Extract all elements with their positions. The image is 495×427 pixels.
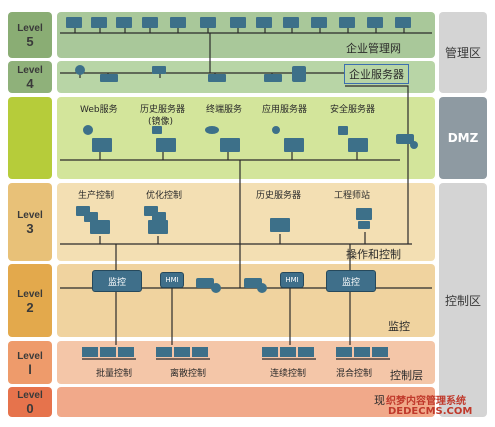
monitor-panel-b-label: 监控 xyxy=(341,277,360,288)
monitoring-label: 监控 xyxy=(388,320,410,333)
level-number: 0 xyxy=(26,401,34,416)
terminal-service-label: 终端服务 xyxy=(206,105,243,115)
level-word: Level xyxy=(17,23,43,34)
zone-control: 控制区 xyxy=(439,183,487,417)
level-number: l xyxy=(28,361,32,377)
firewall-icons xyxy=(196,276,276,300)
hmi-panel-a: HMI xyxy=(160,272,184,288)
batch-control-label: 批量控制 xyxy=(96,369,133,379)
level-word: Level xyxy=(17,210,43,221)
level-number: 5 xyxy=(26,34,34,49)
security-server-label: 安全服务器 xyxy=(330,105,376,115)
l3-device-icons xyxy=(76,204,376,240)
hybrid-control-label: 混合控制 xyxy=(336,369,373,379)
level-0-tag: Level 0 xyxy=(8,387,52,417)
level-3-tag: Level 3 xyxy=(8,183,52,261)
controller-racks-icon xyxy=(82,344,392,363)
discrete-control-label: 离散控制 xyxy=(170,369,207,379)
monitor-panel-b: 监控 xyxy=(326,270,376,292)
web-server-label: Web服务 xyxy=(80,105,118,115)
level-4-tag: Level 4 xyxy=(8,61,52,93)
continuous-control-label: 连续控制 xyxy=(270,369,307,379)
monitor-panel-a-label: 监控 xyxy=(107,277,126,288)
workstation-row-icon xyxy=(66,16,416,35)
dmz-server-icons xyxy=(80,124,425,158)
optimization-control-label: 优化控制 xyxy=(146,191,183,201)
level-word: Level xyxy=(17,390,43,401)
level-word: Level xyxy=(17,65,43,76)
level-5-tag: Level 5 xyxy=(8,12,52,58)
watermark-line-1: 织梦内容管理系统 xyxy=(386,396,466,407)
level-word: Level xyxy=(17,350,43,362)
enterprise-network-label: 企业管理网 xyxy=(346,42,401,55)
hmi-panel-a-label: HMI xyxy=(165,276,179,284)
history-server-label: 历史服务器 xyxy=(140,105,186,115)
level-word: Level xyxy=(17,288,43,300)
level-number: 2 xyxy=(26,299,34,315)
zone-dmz: DMZ xyxy=(439,97,487,179)
enterprise-server-label: 企业服务器 xyxy=(344,64,409,84)
monitor-panel-a: 监控 xyxy=(92,270,142,292)
l3-history-server-label: 历史服务器 xyxy=(256,191,302,201)
zone-dmz-label: DMZ xyxy=(447,131,479,145)
level-3-band xyxy=(57,183,435,261)
dmz-level-tag xyxy=(8,97,52,179)
ops-control-label: 操作和控制 xyxy=(346,248,401,261)
hmi-panel-b-label: HMI xyxy=(285,276,299,284)
field-layer-label: 现 xyxy=(374,394,385,407)
level-0-band xyxy=(57,387,435,417)
zone-management-label: 管理区 xyxy=(444,46,481,60)
level-number: 4 xyxy=(26,76,34,91)
server-row-icon xyxy=(72,64,312,90)
watermark-line-2: DEDECMS.COM xyxy=(388,406,473,417)
control-layer-label: 控制层 xyxy=(390,369,423,382)
engineer-station-label: 工程师站 xyxy=(334,191,371,201)
hmi-panel-b: HMI xyxy=(280,272,304,288)
level-1-tag: Level l xyxy=(8,341,52,384)
zone-control-label: 控制区 xyxy=(444,293,481,308)
dmz-band xyxy=(57,97,435,179)
level-number: 3 xyxy=(26,221,34,236)
level-2-tag: Level 2 xyxy=(8,264,52,337)
history-server-mirror-label: (镜像) xyxy=(148,117,174,127)
level-4-band xyxy=(57,61,435,93)
app-server-label: 应用服务器 xyxy=(262,105,308,115)
production-control-label: 生产控制 xyxy=(78,191,115,201)
zone-management: 管理区 xyxy=(439,12,487,93)
